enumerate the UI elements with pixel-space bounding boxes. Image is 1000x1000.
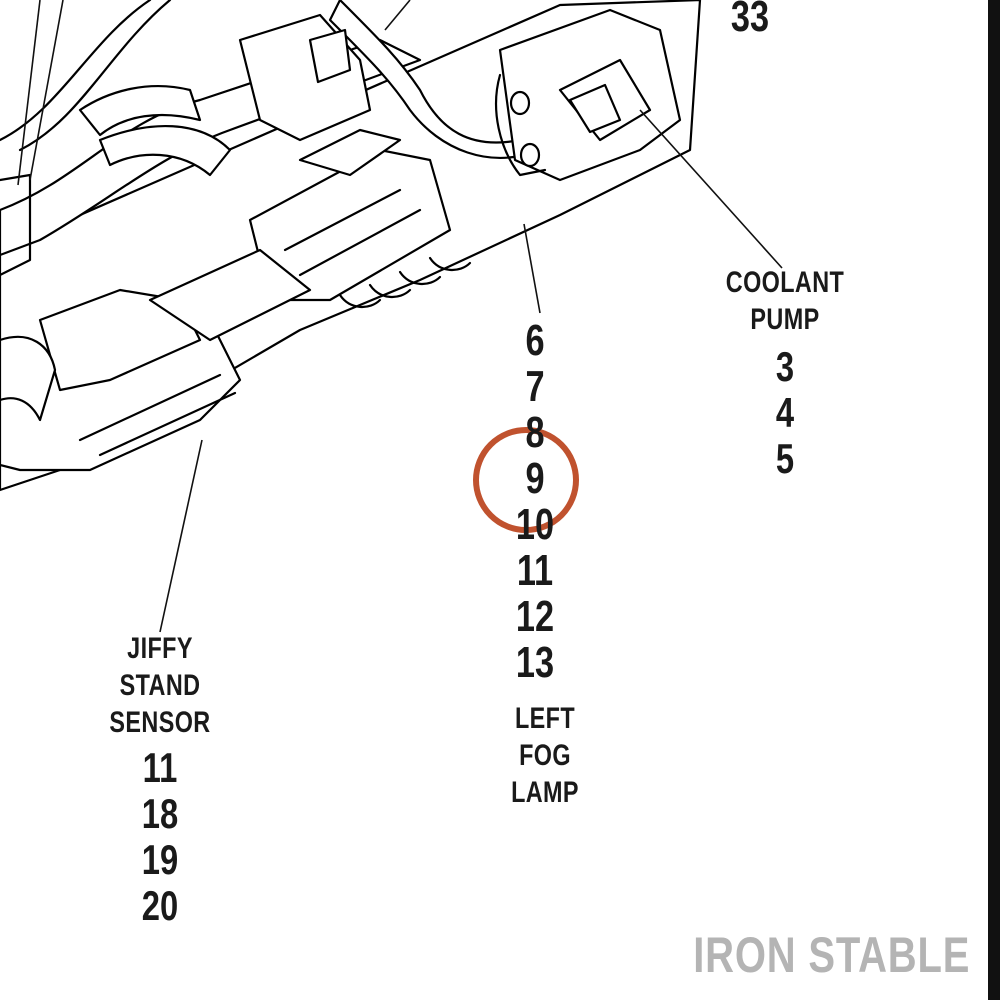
- fog-lamp-pin: 8: [525, 408, 545, 457]
- jiffy-stand-leader: [159, 439, 203, 633]
- coolant-pump-leader: [639, 109, 783, 269]
- fog-lamp-pin-highlighted: 9: [525, 454, 545, 503]
- fog-lamp-pin: 12: [515, 592, 555, 641]
- coolant-pump-pin: 5: [775, 435, 795, 482]
- fog-lamp-pin: 7: [525, 362, 545, 411]
- jiffy-stand-pin: 19: [141, 836, 179, 883]
- jiffy-stand-title-line2: SENSOR: [109, 706, 211, 739]
- coolant-pump-label-group: COOLANT PUMP 3 4 5: [719, 264, 852, 482]
- fog-lamp-pin: 13: [515, 638, 555, 687]
- jiffy-stand-pin: 11: [142, 744, 178, 791]
- page-edge: [988, 0, 1000, 1000]
- left-fog-lamp-title: LEFT FOG LAMP: [494, 700, 595, 811]
- jiffy-stand-pin: 20: [141, 882, 179, 929]
- coolant-pump-pin: 4: [775, 389, 795, 436]
- fog-lamp-leader: [523, 223, 541, 314]
- jiffy-stand-sensor-label-group: JIFFY STAND SENSOR 11 18 19 20: [90, 630, 230, 929]
- fog-lamp-title-line2: FOG: [519, 739, 571, 772]
- fog-lamp-pin: 10: [515, 500, 555, 549]
- fog-lamp-title-line3: LAMP: [511, 776, 579, 809]
- jiffy-stand-title-line1: JIFFY STAND: [119, 632, 201, 702]
- coolant-pump-title-line2: PUMP: [750, 303, 820, 336]
- fog-lamp-pin: 6: [525, 316, 545, 365]
- highlight-circle: [473, 427, 579, 533]
- fog-lamp-title-line1: LEFT: [514, 702, 576, 735]
- coolant-pump-pin: 3: [775, 343, 795, 390]
- left-fog-lamp-pin-list: 6 7 8 9 10 11 12 13: [492, 318, 578, 686]
- watermark: IRON STABLE: [693, 927, 970, 983]
- fog-lamp-pin: 11: [516, 546, 554, 595]
- jiffy-stand-pin: 18: [141, 790, 179, 837]
- coolant-pump-title-line1: COOLANT: [725, 266, 845, 299]
- pin-number-33: 33: [730, 0, 770, 41]
